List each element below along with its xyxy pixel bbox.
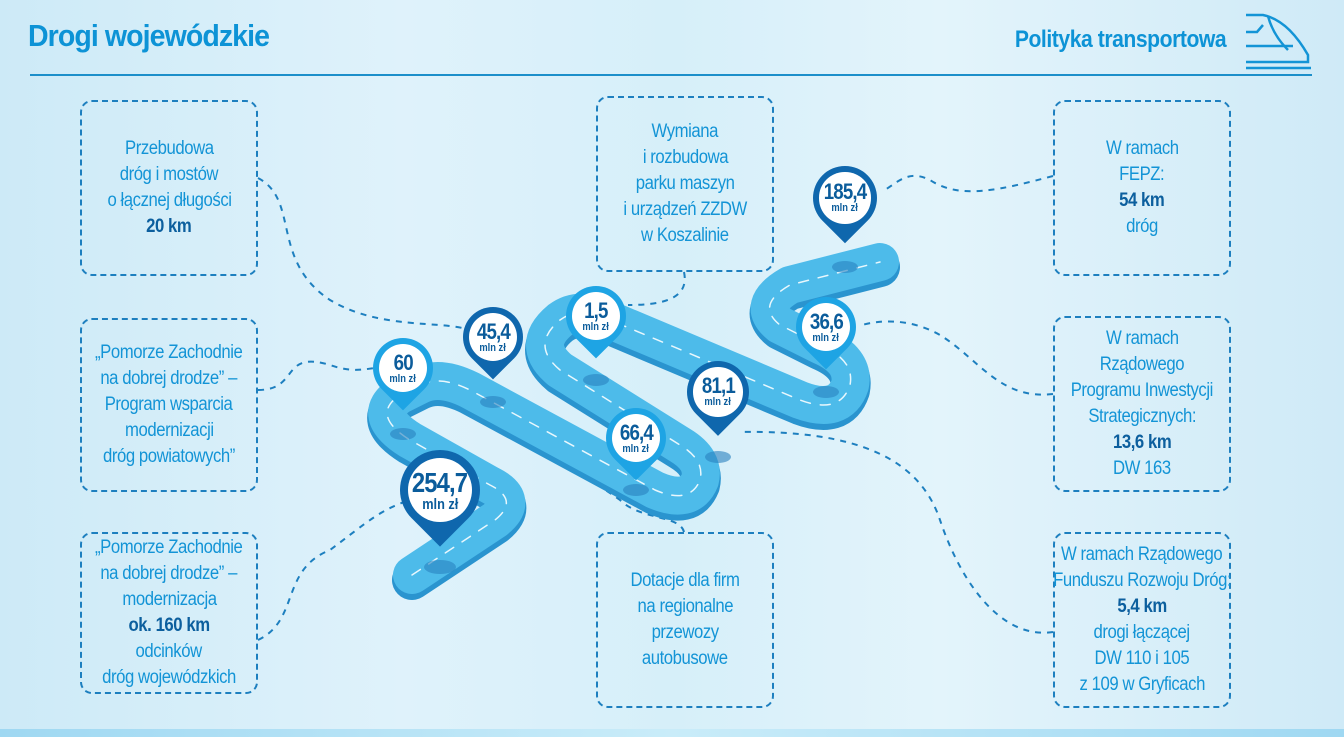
pin-value: 66,4 bbox=[619, 419, 653, 445]
box-text: odcinków bbox=[135, 641, 203, 662]
box-text: W ramach Rządowego bbox=[1061, 544, 1223, 565]
pin-unit: mln zł bbox=[582, 320, 610, 333]
box-text: parku maszyn bbox=[635, 173, 735, 194]
box-text: DW 163 bbox=[1113, 458, 1171, 479]
highlight-text: 20 km bbox=[146, 216, 192, 237]
box-dotacje: Dotacje dla firm na regionalne przewozy aut… bbox=[596, 532, 774, 708]
train-icon bbox=[1246, 13, 1311, 70]
box-wymiana-parku: Wymiana i rozbudowa parku maszyn i urządzeń… bbox=[596, 96, 774, 272]
pin-unit: mln zł bbox=[622, 442, 650, 455]
pin-unit: mln zł bbox=[812, 331, 840, 344]
box-text: Program wsparcia bbox=[105, 394, 233, 415]
pin-value: 60 bbox=[393, 349, 413, 375]
highlight-text: 54 km bbox=[1119, 190, 1165, 211]
box-text: i rozbudowa bbox=[642, 147, 728, 168]
box-text: na regionalne bbox=[637, 596, 733, 617]
pin-value: 45,4 bbox=[476, 318, 510, 344]
box-text: na dobrej drodze” – bbox=[100, 368, 238, 389]
pin-shadows bbox=[390, 261, 858, 574]
box-text: Dotacje dla firm bbox=[630, 570, 740, 591]
highlight-text: 13,6 km bbox=[1112, 432, 1172, 453]
box-text: „Pomorze Zachodnie bbox=[95, 342, 243, 363]
header-divider bbox=[30, 74, 1312, 76]
box-text: dróg i mostów bbox=[119, 164, 219, 185]
pin-unit: mln zł bbox=[704, 396, 732, 409]
box-text: Funduszu Rozwoju Dróg: bbox=[1052, 570, 1232, 591]
section-title: Polityka transportowa bbox=[1014, 26, 1227, 53]
box-text: modernizacja bbox=[121, 589, 217, 610]
box-przebudowa: Przebudowa dróg i mostów o łącznej długośc… bbox=[80, 100, 258, 276]
pin-value: 1,5 bbox=[584, 297, 608, 323]
box-text: W ramach bbox=[1105, 328, 1179, 349]
box-text: o łącznej długości bbox=[106, 190, 232, 211]
box-text: dróg bbox=[1126, 216, 1158, 237]
box-text: z 109 w Gryficach bbox=[1079, 674, 1205, 695]
box-text: drogi łączącej bbox=[1093, 622, 1191, 643]
box-text: modernizacji bbox=[124, 420, 214, 441]
box-text: na dobrej drodze” – bbox=[100, 563, 238, 584]
box-text: „Pomorze Zachodnie bbox=[95, 537, 243, 558]
footer-bar bbox=[0, 729, 1344, 737]
box-text: Przebudowa bbox=[124, 138, 214, 159]
box-text: Rządowego bbox=[1099, 354, 1185, 375]
pin-value: 254,7 bbox=[412, 466, 468, 498]
box-text: i urządzeń ZZDW bbox=[623, 199, 747, 220]
box-pomorze-powiaty: „Pomorze Zachodnie na dobrej drodze” – Pro… bbox=[80, 318, 258, 492]
highlight-text: 5,4 km bbox=[1117, 596, 1167, 617]
pin-value: 36,6 bbox=[809, 308, 843, 334]
pin-value: 185,4 bbox=[823, 179, 867, 205]
page-title: Drogi wojewódzkie bbox=[28, 18, 270, 53]
box-text: Programu Inwestycji bbox=[1070, 380, 1214, 401]
box-text: DW 110 i 105 bbox=[1094, 648, 1190, 669]
box-pomorze-modernizacja: „Pomorze Zachodnie na dobrej drodze” – mod… bbox=[80, 532, 258, 694]
pin-unit: mln zł bbox=[479, 341, 507, 354]
box-text: dróg powiatowych” bbox=[103, 446, 235, 467]
pin-unit: mln zł bbox=[831, 202, 859, 215]
box-text: dróg wojewódzkich bbox=[102, 667, 236, 688]
connector-lines bbox=[257, 174, 1054, 641]
pin-unit: mln zł bbox=[421, 495, 459, 513]
highlight-text: ok. 160 km bbox=[128, 615, 210, 636]
box-text: przewozy bbox=[651, 622, 719, 643]
pin-value: 81,1 bbox=[701, 373, 735, 399]
box-text: autobusowe bbox=[642, 648, 728, 669]
box-text: W ramach bbox=[1105, 138, 1179, 159]
box-text: Strategicznych: bbox=[1088, 406, 1196, 427]
box-text: Wymiana bbox=[651, 121, 719, 142]
pin-unit: mln zł bbox=[389, 372, 417, 385]
box-text: FEPZ: bbox=[1119, 164, 1165, 185]
box-text: w Koszalinie bbox=[641, 225, 729, 246]
